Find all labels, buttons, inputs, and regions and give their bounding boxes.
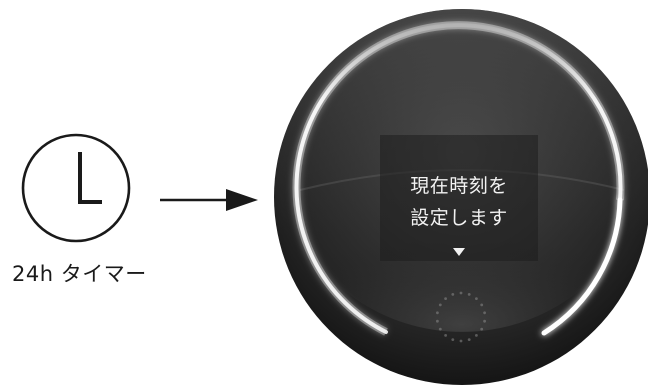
display-panel: 現在時刻を 設定します: [380, 135, 538, 261]
clock-icon: [20, 132, 132, 244]
timer-dial[interactable]: 現在時刻を 設定します: [266, 0, 648, 385]
display-line-1: 現在時刻を: [410, 175, 508, 197]
triangle-down-icon[interactable]: [453, 241, 465, 256]
clock-caption: 24h タイマー: [12, 262, 147, 286]
dotted-ring-icon: [434, 290, 488, 344]
arrow-right-icon: [160, 188, 260, 212]
display-line-2: 設定します: [410, 207, 508, 229]
